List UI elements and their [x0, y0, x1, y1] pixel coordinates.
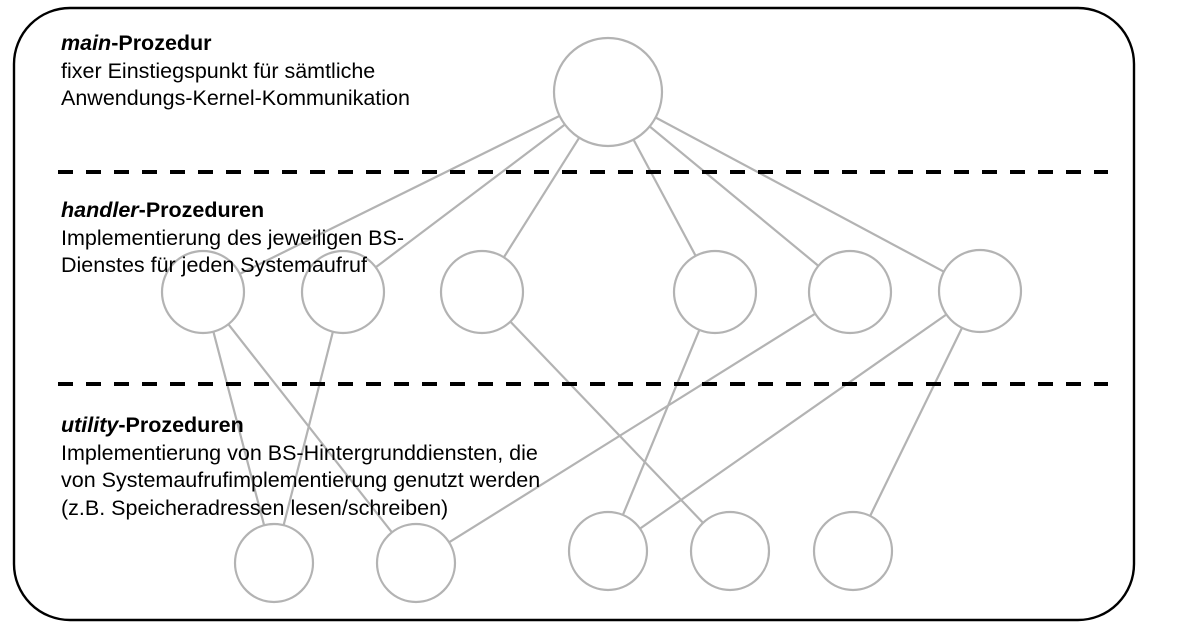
rounded-frame-layer: [12, 6, 1136, 622]
section-main: main-Prozedur fixer Einstiegspunkt für s…: [61, 30, 410, 113]
graph-edge: [632, 139, 697, 257]
graph-edge: [621, 329, 701, 516]
section-handler-title-italic: handler: [61, 198, 139, 222]
graph-node-utility-3[interactable]: [567, 510, 649, 592]
section-utility: utility-Prozeduren Implementierung von B…: [61, 412, 540, 522]
graph-node-handler-2[interactable]: [300, 249, 386, 335]
graph-node-utility-4[interactable]: [689, 510, 771, 592]
section-main-description: fixer Einstiegspunkt für sämtliche Anwen…: [61, 58, 410, 111]
section-utility-title: utility-Prozeduren: [61, 412, 540, 440]
edge-layer: [212, 114, 963, 544]
divider-layer: [58, 170, 1108, 386]
graph-edge: [869, 327, 963, 517]
graph-edge: [375, 123, 566, 269]
graph-edge: [502, 137, 581, 258]
section-utility-title-rest: -Prozeduren: [118, 413, 244, 437]
graph-edge: [639, 313, 948, 530]
graph-node-utility-1[interactable]: [233, 522, 315, 604]
section-main-title-italic: main: [61, 31, 112, 55]
section-handler-title: handler-Prozeduren: [61, 197, 404, 225]
section-main-title-rest: -Prozedur: [111, 31, 212, 55]
graph-edge: [509, 320, 704, 524]
graph-node-utility-2[interactable]: [375, 522, 457, 604]
graph-node-handler-5[interactable]: [807, 249, 893, 335]
graph-edge: [212, 331, 266, 526]
graph-edge: [655, 116, 945, 273]
graph-node-handler-4[interactable]: [672, 249, 758, 335]
section-handler-title-rest: -Prozeduren: [138, 198, 265, 222]
graph-node-handler-1[interactable]: [160, 249, 246, 335]
section-handler-description: Implementierung des jeweiligen BS- Diens…: [61, 225, 404, 278]
node-layer: [160, 36, 1023, 604]
section-handler: handler-Prozeduren Implementierung des j…: [61, 197, 404, 280]
graph-edge: [448, 312, 816, 544]
graph-node-handler-3[interactable]: [439, 249, 525, 335]
graph-edge: [648, 125, 820, 267]
section-main-title: main-Prozedur: [61, 30, 410, 58]
graph-edge: [239, 114, 561, 275]
graph-node-handler-6[interactable]: [937, 248, 1023, 334]
diagram-frame: [12, 6, 1136, 622]
graph-edge: [227, 323, 393, 534]
graph-edge: [282, 331, 334, 526]
section-utility-description: Implementierung von BS-Hintergrunddienst…: [61, 440, 541, 520]
graph-node-utility-5[interactable]: [812, 510, 894, 592]
section-utility-title-italic: utility: [61, 413, 119, 437]
graph-node-main-1[interactable]: [552, 36, 664, 148]
